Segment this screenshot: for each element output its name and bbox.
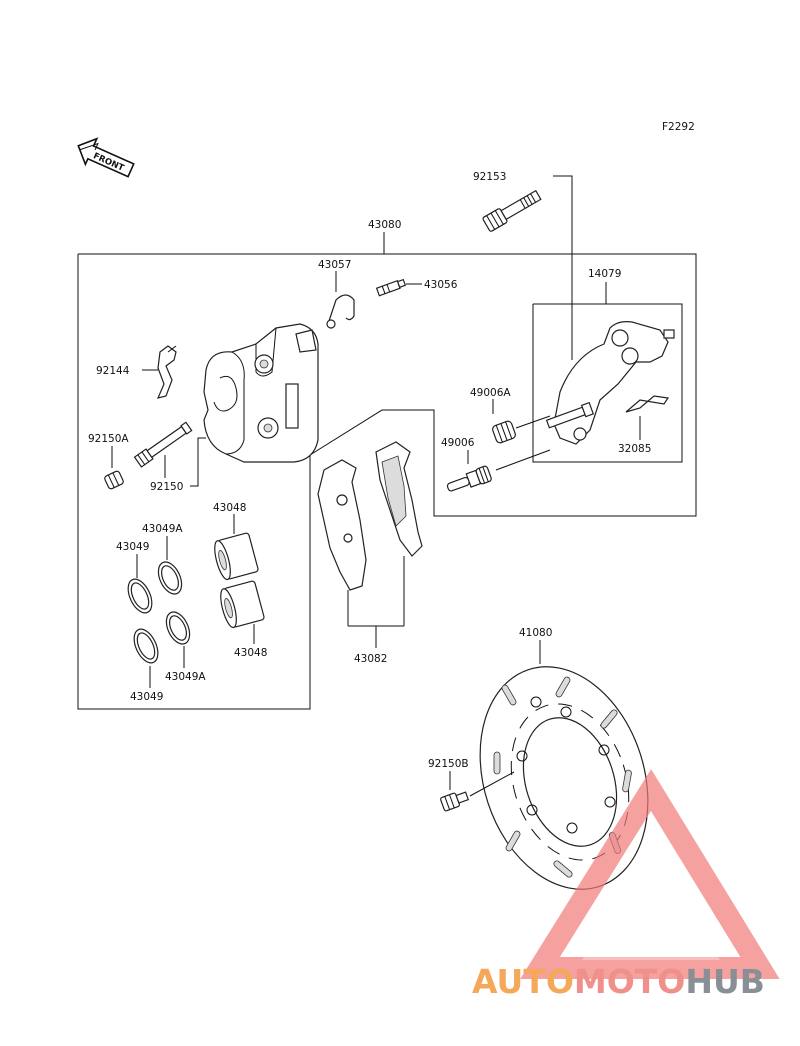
bolt-92150B: 92150B — [428, 758, 515, 812]
label-43049-top: 43049 — [116, 541, 149, 553]
caliper-assembly-box: 43080 — [77, 219, 697, 710]
seal-43049A-bottom: 43049A — [165, 611, 206, 683]
watermark-text: AUTOMOTOHUB — [472, 962, 765, 1001]
figure-code: F2292 — [662, 121, 695, 133]
caliper-body — [203, 323, 319, 463]
brake-pads-43082: 43082 — [317, 441, 423, 665]
bleeder-43056: 43056 — [375, 278, 458, 297]
bolt-92153: 92153 — [473, 171, 573, 360]
label-41080: 41080 — [519, 627, 552, 639]
piston-43048-top: 43048 — [213, 502, 259, 581]
cap-92150A: 92150A — [88, 433, 129, 490]
seal-43049-bottom: 43049 — [130, 628, 163, 703]
label-92150A: 92150A — [88, 433, 129, 445]
label-14079: 14079 — [588, 268, 621, 280]
spring-92144: 92144 — [96, 345, 177, 399]
label-43082: 43082 — [354, 653, 387, 665]
label-43049A-top: 43049A — [142, 523, 183, 535]
label-43049-bottom: 43049 — [130, 691, 163, 703]
label-43049A-bottom: 43049A — [165, 671, 206, 683]
piston-43048-bottom: 43048 — [220, 580, 267, 659]
label-92150B: 92150B — [428, 758, 469, 770]
label-92153: 92153 — [473, 171, 506, 183]
label-32085: 32085 — [618, 443, 651, 455]
label-43048-bottom: 43048 — [234, 647, 267, 659]
pin-92150: 92150 — [133, 421, 206, 493]
label-43080: 43080 — [368, 219, 401, 231]
label-49006: 49006 — [441, 437, 475, 449]
watermark-triangle-icon — [520, 769, 780, 979]
seal-43049-top: 43049 — [116, 541, 153, 614]
watermark-moto: MOTO — [574, 962, 685, 1001]
label-43056: 43056 — [424, 279, 458, 291]
pin-49006: 49006 — [441, 437, 551, 492]
label-49006A: 49006A — [470, 387, 511, 399]
spring-32085: 32085 — [618, 395, 670, 455]
watermark-auto: AUTO — [472, 962, 574, 1001]
clip-43057: 43057 — [318, 259, 355, 329]
front-arrow-icon: FRONT — [77, 137, 135, 178]
label-43048-top: 43048 — [213, 502, 246, 514]
label-43057: 43057 — [318, 259, 351, 271]
bracket-box: 14079 — [532, 268, 683, 463]
boot-49006A: 49006A — [470, 387, 551, 444]
label-92144: 92144 — [96, 365, 130, 377]
bracket-14079 — [545, 321, 675, 445]
watermark-logo: AUTOMOTOHUB — [472, 769, 780, 1001]
watermark-hub: HUB — [685, 962, 765, 1001]
label-92150: 92150 — [150, 481, 183, 493]
seal-43049A-top: 43049A — [142, 523, 183, 595]
